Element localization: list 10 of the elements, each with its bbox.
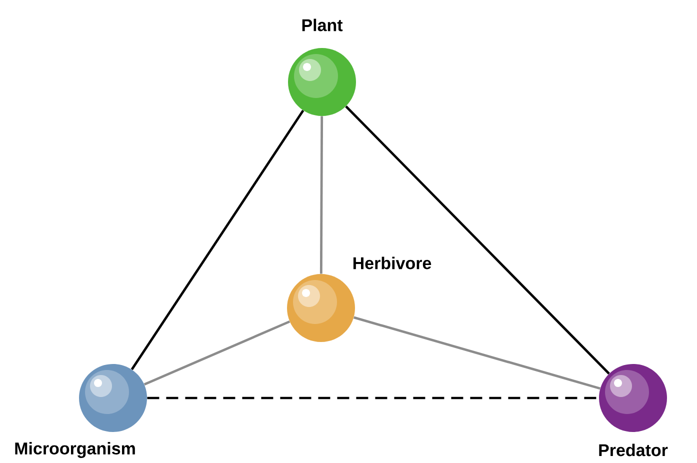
node-label: Predator bbox=[599, 444, 668, 456]
connector-line bbox=[130, 110, 304, 370]
connector-line bbox=[354, 316, 600, 390]
connector-line bbox=[345, 106, 610, 374]
node-label: Microorganism bbox=[15, 442, 135, 458]
node-label: Herbivore bbox=[353, 256, 432, 270]
node-label: Plant bbox=[302, 18, 343, 32]
connector-line bbox=[144, 320, 290, 386]
dashed-line bbox=[147, 396, 599, 400]
connector-line bbox=[320, 116, 324, 274]
